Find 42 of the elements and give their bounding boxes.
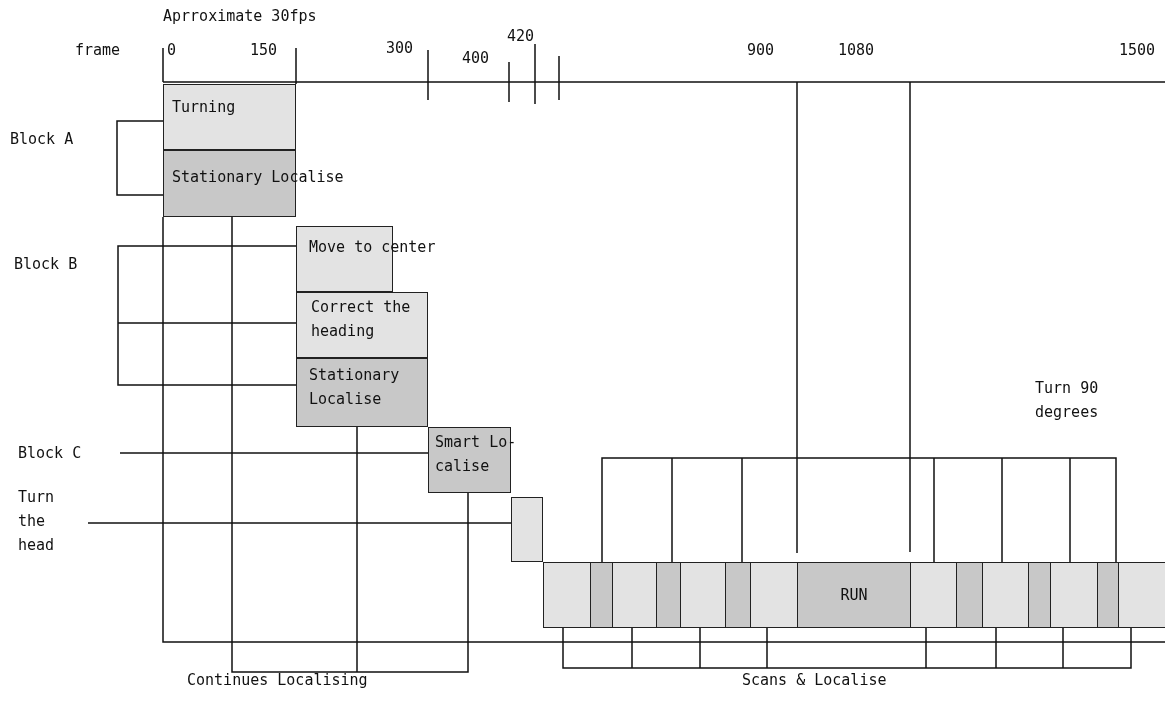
time-block: [750, 562, 798, 628]
time-block: [590, 562, 613, 628]
time-block: [543, 562, 591, 628]
tick-label: 1500: [1119, 40, 1156, 61]
tick-label: 900: [747, 40, 775, 61]
axis-label: frame: [75, 40, 121, 61]
leader-line: [119, 452, 429, 454]
bracket-label: Turn 90 degrees: [1035, 378, 1100, 423]
tick-label: 150: [250, 40, 278, 61]
task-label: Correct the heading: [311, 297, 412, 342]
task-box: [296, 358, 428, 427]
time-block: [656, 562, 681, 628]
group-label: Block B: [14, 254, 78, 275]
time-block: [956, 562, 983, 628]
leader-line: [87, 522, 512, 524]
tick-label: 300: [386, 38, 414, 59]
task-label: Turning: [172, 97, 236, 118]
task-box: [797, 562, 911, 628]
time-block: [612, 562, 657, 628]
row-label: Block C: [18, 441, 120, 465]
tick-label: 0: [167, 40, 177, 61]
time-block: [680, 562, 726, 628]
tick-label: 1080: [838, 40, 875, 61]
time-block: [910, 562, 957, 628]
group-label: Block A: [10, 129, 74, 150]
time-block: [1028, 562, 1051, 628]
axis-title: Aprroximate 30fps: [163, 6, 317, 27]
time-block: [1118, 562, 1165, 628]
time-block: [1050, 562, 1098, 628]
bracket-label: Continues Localising: [187, 670, 368, 691]
task-label: Stationary Localise: [309, 365, 401, 410]
time-block: [982, 562, 1029, 628]
time-block: [511, 497, 543, 562]
task-box: [163, 84, 296, 150]
bracket-label: Scans & Localise: [742, 670, 887, 691]
task-box: [296, 292, 428, 358]
row-label: Turn the head: [18, 485, 78, 557]
time-block: [725, 562, 751, 628]
tick-label: 400: [462, 48, 490, 69]
time-block: [1097, 562, 1119, 628]
tick-label: 420: [507, 26, 535, 47]
task-label: RUN: [839, 585, 869, 606]
